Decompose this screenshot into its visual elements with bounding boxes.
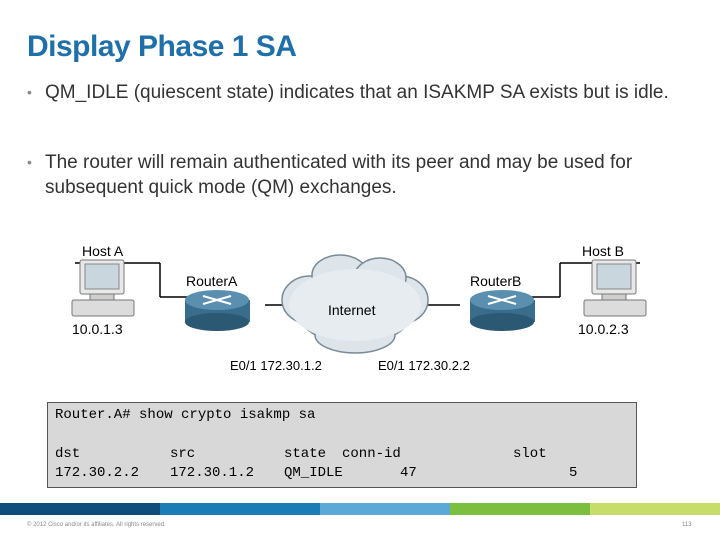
router-b-label: RouterB <box>470 273 521 289</box>
bar-segment <box>450 503 590 515</box>
cell-src: 172.30.1.2 <box>170 465 255 481</box>
host-a-ip: 10.0.1.3 <box>72 321 123 337</box>
col-header-slot: slot <box>513 446 547 462</box>
bar-segment <box>160 503 320 515</box>
cell-slot: 5 <box>569 465 578 481</box>
copyright-text: © 2012 Cisco and/or its affiliates. All … <box>27 522 166 528</box>
bullet-dot-icon: • <box>27 154 32 170</box>
col-header-conn-id: conn-id <box>342 446 401 462</box>
interface-a-label: E0/1 172.30.1.2 <box>230 358 322 373</box>
host-a-label: Host A <box>82 243 124 259</box>
cloud-fill <box>289 269 421 341</box>
router-b-icon <box>470 290 535 331</box>
bar-segment <box>590 503 720 515</box>
bullet-text: The router will remain authenticated wit… <box>45 152 633 198</box>
cloud-label: Internet <box>328 302 376 318</box>
cell-state: QM_IDLE <box>284 465 343 481</box>
bullet-dot-icon: • <box>27 84 32 100</box>
router-a-label: RouterA <box>186 273 238 289</box>
cell-conn-id: 47 <box>400 465 417 481</box>
interface-b-label: E0/1 172.30.2.2 <box>378 358 470 373</box>
network-diagram: Host A Host B RouterA RouterB Internet 1… <box>71 243 647 354</box>
router-a-icon <box>185 290 250 331</box>
host-a-computer-icon <box>71 259 135 317</box>
col-header-state: state <box>284 446 327 462</box>
page-number: 113 <box>682 522 692 528</box>
terminal-command: Router.A# show crypto isakmp sa <box>55 407 316 423</box>
bullet-text: QM_IDLE (quiescent state) indicates that… <box>45 82 669 103</box>
host-b-label: Host B <box>582 243 624 259</box>
slide-title: Display Phase 1 SA <box>27 30 297 63</box>
host-b-ip: 10.0.2.3 <box>578 321 629 337</box>
col-header-src: src <box>170 446 196 462</box>
col-header-dst: dst <box>55 446 81 462</box>
bar-segment <box>0 503 160 515</box>
terminal-output: Router.A# show crypto isakmp sa dst src … <box>47 402 637 488</box>
bar-segment <box>320 503 450 515</box>
footer-color-bar <box>0 503 720 515</box>
host-b-computer-icon <box>583 259 647 317</box>
cell-dst: 172.30.2.2 <box>55 465 140 481</box>
